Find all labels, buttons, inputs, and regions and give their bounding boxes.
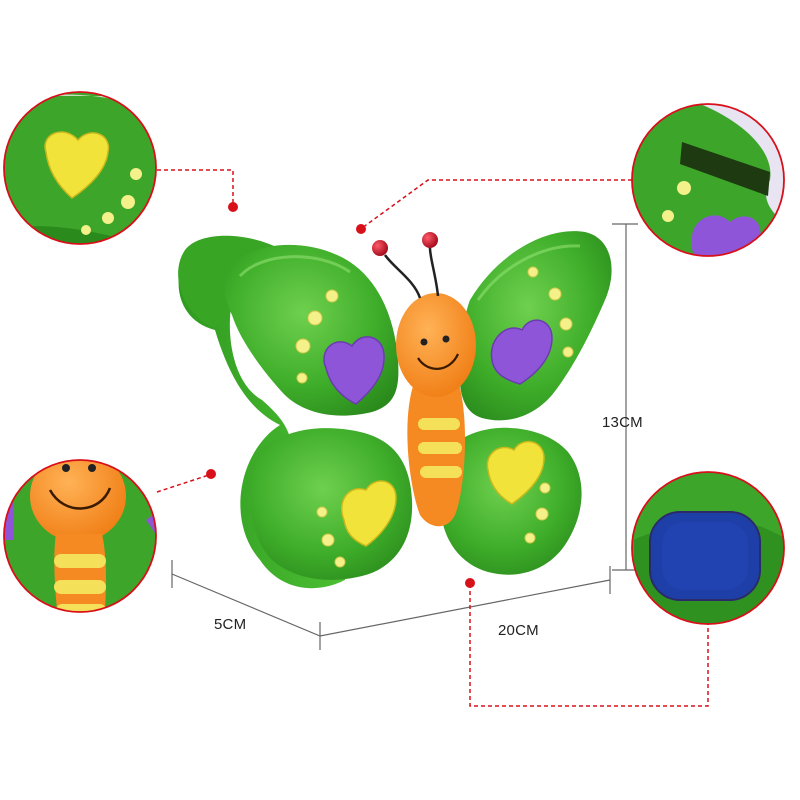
butterfly-head	[396, 293, 476, 397]
yellow-heart-zoom	[44, 131, 110, 199]
purple-heart-left	[323, 336, 385, 405]
callout-bottom-stopper	[631, 471, 785, 625]
dimension-depth-label: 5CM	[214, 616, 247, 633]
dimension-lines	[171, 223, 638, 650]
callout-dot-stopper	[465, 578, 475, 588]
callout-dot-slot	[356, 224, 366, 234]
antennae	[372, 232, 440, 299]
purple-heart-right	[490, 319, 553, 385]
callout-leaders	[156, 169, 709, 707]
callout-wing-detail	[3, 91, 157, 245]
dimension-height-label: 13CM	[602, 414, 643, 431]
wing-upper-left	[224, 244, 399, 416]
callout-face-detail	[3, 459, 157, 613]
coin-slot	[680, 142, 770, 196]
yellow-heart-right	[486, 440, 545, 505]
dimension-width-label: 20CM	[498, 622, 539, 639]
callout-dot-wing	[228, 202, 238, 212]
butterfly-body	[407, 380, 466, 527]
yellow-heart-left	[341, 480, 397, 547]
callout-dot-face	[206, 469, 216, 479]
callout-coin-slot	[631, 103, 785, 257]
purple-heart-zoom	[691, 215, 761, 256]
butterfly-bank	[178, 231, 612, 589]
bank-side-thickness	[178, 249, 345, 589]
wing-dots	[295, 266, 574, 568]
